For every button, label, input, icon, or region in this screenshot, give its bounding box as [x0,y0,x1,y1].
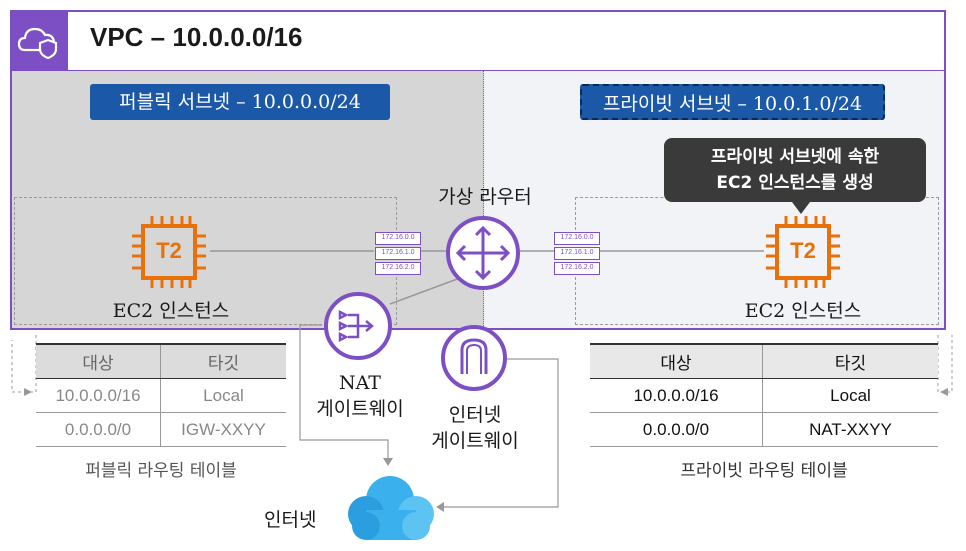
igw-label-line2: 게이트웨이 [431,430,519,452]
route-table-icon-left: 172.16.0.0 172.16.1.0 172.16.2.0 [375,232,421,275]
private-header-destination: 대상 [590,343,763,379]
vpc-cloud-lock-icon [10,10,68,70]
private-header-target: 타깃 [762,343,938,379]
private-route-table: 대상 타깃 10.0.0.0/16 Local 0.0.0.0/0 NAT-XX… [590,343,938,447]
public-subnet-label: 퍼블릭 서브넷 – 10.0.0.0/24 [90,84,390,120]
router-label: 가상 라우터 [438,186,532,208]
private-row2-destination: 0.0.0.0/0 [590,412,763,447]
public-row2-target: IGW-XXYY [160,412,286,447]
table-row: 0.0.0.0/0 IGW-XXYY [36,412,286,447]
private-subnet-label: 프라이빗 서브넷 – 10.0.1.0/24 [580,84,885,120]
private-row1-target: Local [762,378,938,413]
vpc-title: VPC – 10.0.0.0/16 [90,22,303,52]
subnet-divider [483,71,484,328]
public-row1-destination: 10.0.0.0/16 [36,378,161,413]
internet-cloud-icon [342,470,440,546]
route-row-left-1: 172.16.0.0 [375,232,421,245]
tooltip-line2: EC2 인스턴스를 생성 [716,173,874,193]
public-row1-target: Local [160,378,286,413]
table-row: 0.0.0.0/0 NAT-XXYY [590,412,938,447]
create-instance-tooltip: 프라이빗 서브넷에 속한 EC2 인스턴스를 생성 [664,138,926,202]
router-icon [444,214,522,292]
ec2-public-chip-label: T2 [156,238,182,263]
public-row2-destination: 0.0.0.0/0 [36,412,161,447]
table-row: 10.0.0.0/16 Local [36,378,286,413]
tooltip-tail [792,202,810,214]
route-row-right-3: 172.16.2.0 [554,262,600,275]
private-route-table-caption: 프라이빗 라우팅 테이블 [680,461,848,481]
table-row: 10.0.0.0/16 Local [590,378,938,413]
tooltip-line1: 프라이빗 서브넷에 속한 [710,147,880,167]
public-instance-group [14,197,397,325]
public-route-table-header: 대상 타깃 [36,343,286,379]
route-row-right-2: 172.16.1.0 [554,247,600,260]
public-header-destination: 대상 [36,343,161,379]
private-row2-target: NAT-XXYY [762,412,938,447]
route-table-icon-right: 172.16.0.0 172.16.1.0 172.16.2.0 [554,232,600,275]
ec2-public-chip-icon [130,214,208,290]
private-route-table-header: 대상 타깃 [590,343,938,379]
ec2-private-chip-icon [764,214,842,290]
public-route-table-caption: 퍼블릭 라우팅 테이블 [85,461,237,481]
igw-label-line1: 인터넷 [448,404,502,426]
ec2-private-label: EC2 인스턴스 [744,300,862,322]
internet-gateway-label: 인터넷 게이트웨이 [415,402,535,454]
nat-gateway-icon [322,290,394,362]
public-header-target: 타깃 [160,343,286,379]
route-row-left-3: 172.16.2.0 [375,262,421,275]
internet-label: 인터넷 [264,509,317,531]
vpc-header [12,12,944,71]
nat-gateway-label: NAT 게이트웨이 [300,370,420,422]
ec2-private-chip-label: T2 [790,238,816,263]
ec2-public-label: EC2 인스턴스 [112,300,230,322]
private-row1-destination: 10.0.0.0/16 [590,378,763,413]
nat-label-line2: 게이트웨이 [316,398,404,420]
public-route-table: 대상 타깃 10.0.0.0/16 Local 0.0.0.0/0 IGW-XX… [36,343,286,447]
internet-gateway-icon [440,322,508,394]
route-row-right-1: 172.16.0.0 [554,232,600,245]
nat-label-line1: NAT [339,372,381,394]
route-row-left-2: 172.16.1.0 [375,247,421,260]
